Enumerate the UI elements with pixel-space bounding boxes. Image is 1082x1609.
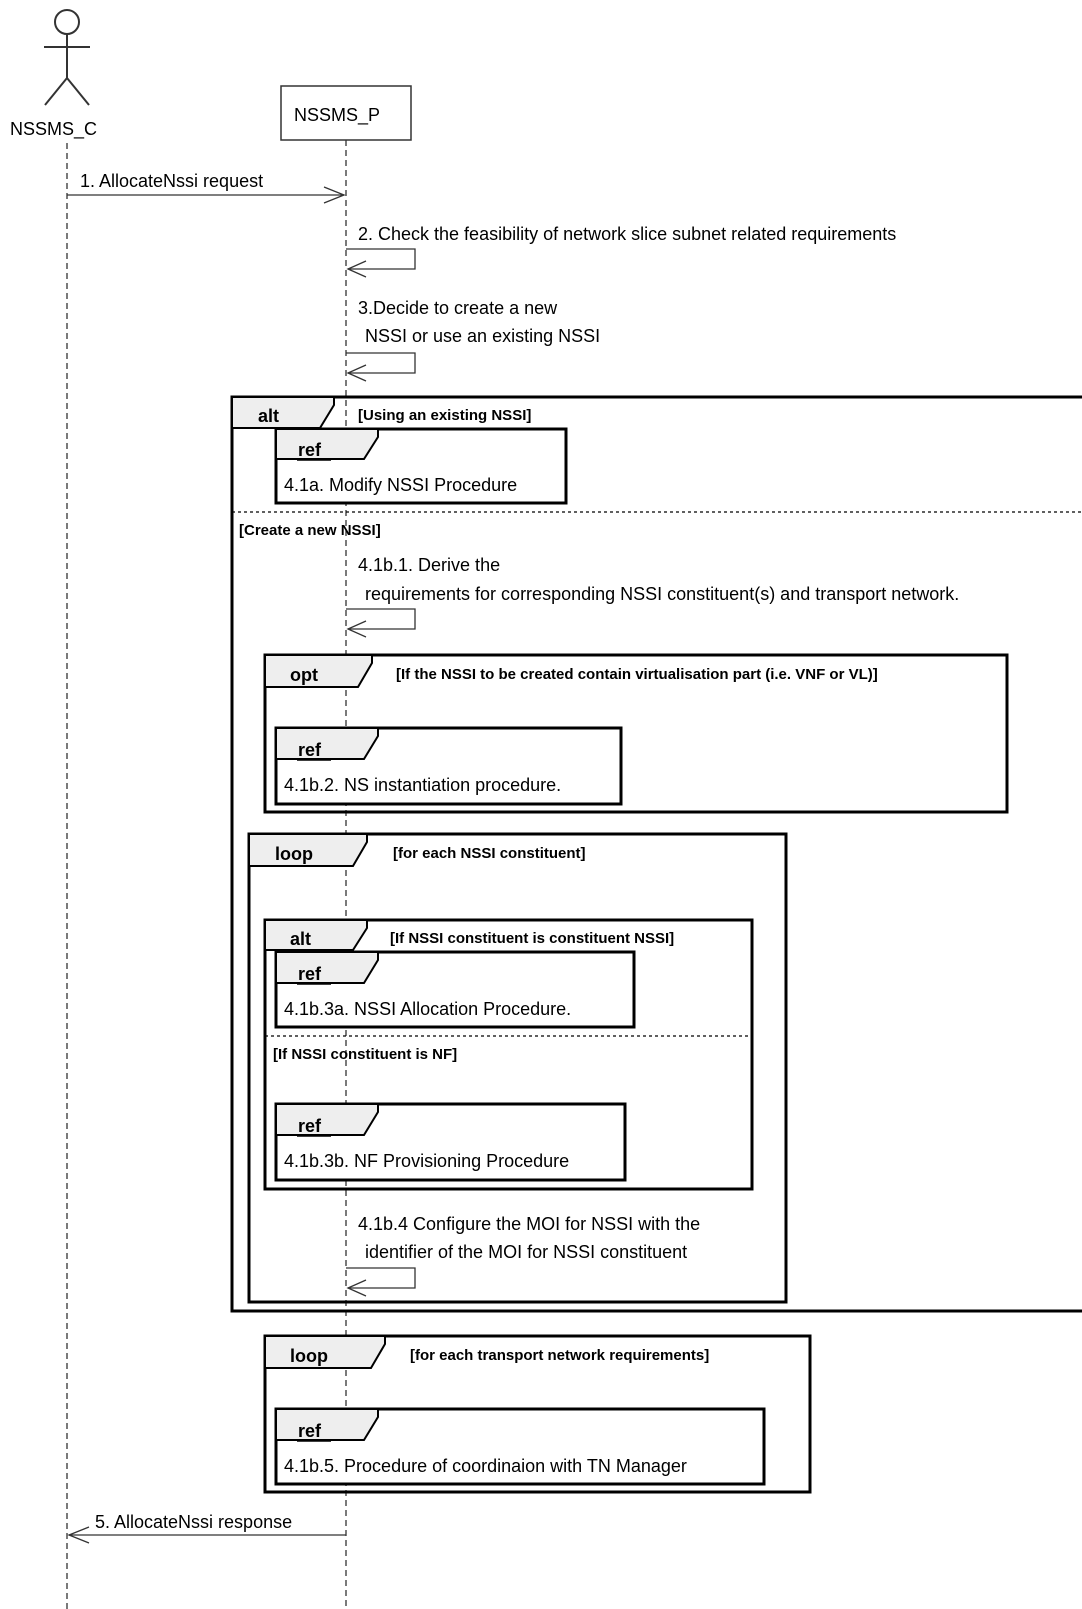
alt-fragment-outer-guard1: [Using an existing NSSI]: [358, 407, 531, 424]
participant-label-nssms-p: NSSMS_P: [294, 105, 380, 126]
ref-box-41b2-label: 4.1b.2. NS instantiation procedure.: [284, 775, 561, 795]
participant-box-nssms-p: [280, 85, 412, 141]
loop-fragment-tn: [263, 1334, 812, 1494]
alt-fragment-outer: [230, 395, 1082, 1313]
ref-box-41b3b-keyword: ref: [298, 1116, 322, 1136]
ref-box-41b2-tab: [275, 727, 379, 760]
opt-fragment-tab: [264, 654, 373, 688]
message-label-5: 5. AllocateNssi response: [95, 1512, 292, 1532]
self-message-arrow-2: [346, 248, 416, 270]
ref-box-41b3a-keyword: ref: [298, 964, 322, 984]
ref-box-41b3a-tab: [275, 951, 379, 984]
self-message-arrow-3: [346, 352, 416, 374]
opt-fragment-guard: [If the NSSI to be created contain virtu…: [396, 666, 878, 683]
alt-fragment-inner-guard1: [If NSSI constituent is constituent NSSI…: [390, 930, 674, 947]
actor-icon: [44, 9, 90, 106]
arrowhead-icon: [323, 186, 346, 204]
arrowhead-icon: [346, 620, 367, 638]
loop-fragment-constituent-keyword: loop: [275, 844, 313, 864]
ref-box-41b3b-tab: [275, 1103, 379, 1136]
ref-box-41b3b-label: 4.1b.3b. NF Provisioning Procedure: [284, 1151, 569, 1171]
alt-fragment-inner-guard2: [If NSSI constituent is NF]: [273, 1046, 457, 1063]
alt-fragment-outer-tab: [231, 396, 335, 429]
message-label-41b4-line1: 4.1b.4 Configure the MOI for NSSI with t…: [358, 1214, 700, 1234]
arrowhead-icon: [346, 1279, 367, 1297]
self-message-arrow-41b1: [346, 608, 416, 630]
alt-fragment-inner-keyword: alt: [290, 929, 311, 949]
loop-fragment-constituent-guard: [for each NSSI constituent]: [393, 845, 586, 862]
message-label-41b4-line2: identifier of the MOI for NSSI constitue…: [365, 1242, 687, 1262]
loop-fragment-tn-keyword: loop: [290, 1346, 328, 1366]
message-label-2: 2. Check the feasibility of network slic…: [358, 224, 896, 244]
arrowhead-icon: [67, 1526, 90, 1544]
loop-fragment-constituent: [247, 832, 788, 1304]
loop-fragment-tn-guard: [for each transport network requirements…: [410, 1347, 709, 1364]
alt-fragment-inner-tab: [264, 919, 368, 951]
arrowhead-icon: [346, 364, 367, 382]
opt-fragment: [263, 653, 1009, 814]
alt-fragment-outer-keyword: alt: [258, 406, 279, 426]
ref-box-41a-label: 4.1a. Modify NSSI Procedure: [284, 475, 517, 495]
message-label-3-line2: NSSI or use an existing NSSI: [365, 326, 600, 346]
ref-box-41a-tab: [275, 428, 379, 460]
loop-fragment-constituent-tab: [248, 833, 368, 867]
actor-label-nssms-c: NSSMS_C: [10, 119, 97, 140]
message-label-3-line1: 3.Decide to create a new: [358, 298, 558, 318]
ref-box-41b3a-label: 4.1b.3a. NSSI Allocation Procedure.: [284, 999, 571, 1019]
ref-box-41b5-tab: [275, 1408, 379, 1441]
opt-fragment-keyword: opt: [290, 665, 318, 685]
self-message-arrow-41b4: [346, 1267, 416, 1289]
message-label-41b1-line2: requirements for corresponding NSSI cons…: [365, 584, 959, 604]
ref-box-41b2-keyword: ref: [298, 740, 322, 760]
loop-fragment-tn-tab: [264, 1335, 386, 1369]
ref-box-41b5-label: 4.1b.5. Procedure of coordinaion with TN…: [284, 1456, 687, 1476]
alt-fragment-inner: [263, 918, 754, 1191]
alt-fragment-outer-guard2: [Create a new NSSI]: [239, 522, 381, 539]
arrowhead-icon: [346, 260, 367, 278]
ref-box-41a-keyword: ref: [298, 440, 322, 460]
message-label-41b1-line1: 4.1b.1. Derive the: [358, 555, 500, 575]
message-label-1: 1. AllocateNssi request: [80, 171, 263, 191]
ref-box-41b5-keyword: ref: [298, 1421, 322, 1441]
